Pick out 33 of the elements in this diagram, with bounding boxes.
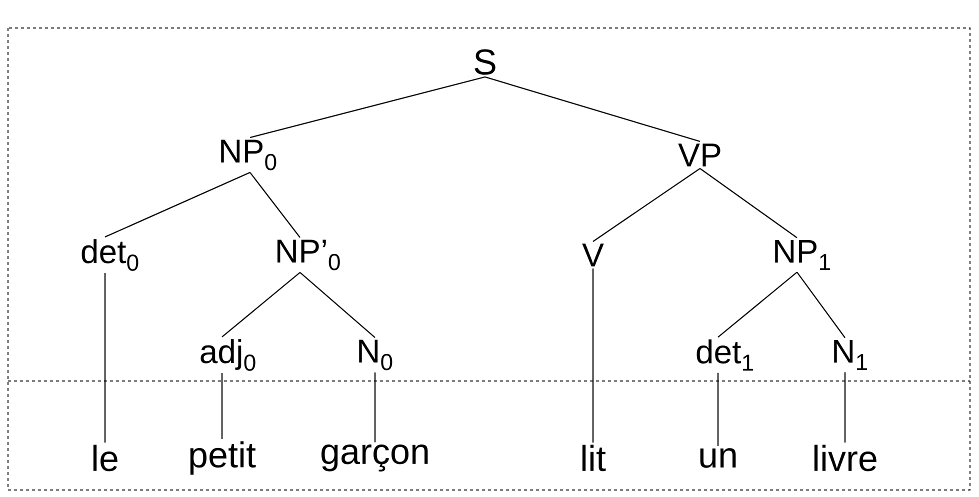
tree-branch xyxy=(717,372,719,446)
tree-branch xyxy=(221,373,223,439)
category-label: det$_{1}$ xyxy=(696,339,753,371)
tree-branch xyxy=(700,168,798,238)
tree-branch xyxy=(104,273,106,443)
category-label: S xyxy=(474,49,496,75)
category-label: VP xyxy=(678,144,720,166)
category-label: NP$_{1}$ xyxy=(775,240,830,270)
word-label: le xyxy=(93,444,118,472)
word-label: lit xyxy=(582,444,606,472)
tree-branch xyxy=(592,168,700,242)
tree-branch xyxy=(374,372,376,442)
word-label: livre xyxy=(814,444,876,472)
word-label: un xyxy=(700,448,736,468)
category-label: adj$_{0}$ xyxy=(200,339,256,371)
tree-branch xyxy=(484,76,700,142)
tree-branch xyxy=(104,172,250,238)
category-label: N$_{0}$ xyxy=(359,340,392,370)
category-label: N$_{1}$ xyxy=(834,340,867,370)
tree-branch xyxy=(592,268,594,443)
word-label: petit xyxy=(190,441,256,475)
tree-branch xyxy=(222,272,300,338)
tree-branch xyxy=(300,272,376,338)
tree-branch xyxy=(844,372,846,443)
category-label: NP’$_{0}$ xyxy=(277,240,340,270)
tree-branch xyxy=(796,272,846,338)
category-label: NP$_{0}$ xyxy=(221,140,276,170)
category-label: V xyxy=(582,244,604,266)
category-label: det$_{0}$ xyxy=(82,239,138,271)
tree-branch xyxy=(250,172,300,238)
tree-branch xyxy=(250,76,486,138)
tree-branch xyxy=(718,272,798,338)
word-label: garçon xyxy=(321,444,428,472)
